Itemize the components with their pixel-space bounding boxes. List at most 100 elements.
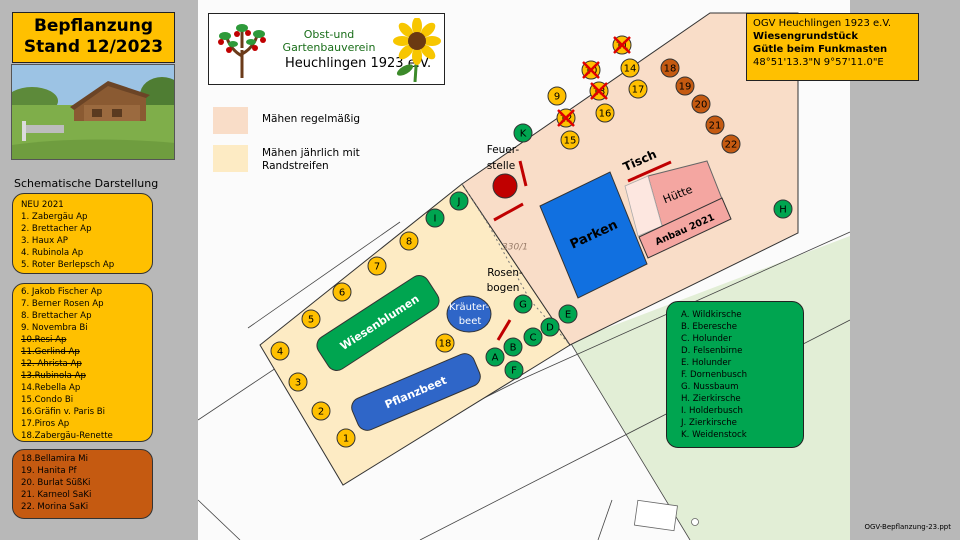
logo-line1: Obst-und	[303, 28, 355, 41]
label-feuerstelle: Feuer-	[487, 144, 520, 156]
removed-cross	[613, 36, 631, 54]
label-rosenbogen: Rosen-	[487, 267, 523, 279]
site-photo	[11, 64, 175, 160]
shrub	[449, 191, 469, 211]
list-item: 7. Berner Rosen Ap	[21, 299, 104, 309]
title-line1: Bepflanzung	[33, 16, 154, 36]
legend-mow-yearly-line1: Mähen jährlich mit	[262, 147, 360, 159]
fruit-tree-label: 9	[554, 92, 560, 103]
cherry-tree-label: 22	[725, 140, 738, 151]
fruit-tree-label: 7	[374, 262, 380, 273]
shrub-list-item: J. Zierkirsche	[681, 418, 737, 428]
shrub-label: B	[510, 343, 517, 354]
removed-cross	[582, 61, 600, 79]
fruit-tree	[367, 256, 387, 276]
list-item: 6. Jakob Fischer Ap	[21, 287, 103, 297]
fruit-tree-label: 17	[632, 85, 645, 96]
fruit-tree-label: 6	[339, 288, 345, 299]
list-item: 19. Hanita Pf	[21, 466, 77, 476]
list-item: 8. Brettacher Ap	[21, 311, 92, 321]
list-item: 10.Resi Ap	[21, 335, 67, 345]
list-item: 22. Morina SaKi	[21, 502, 89, 512]
cherry-tree-label: 18	[664, 64, 677, 75]
shrub-list-box: A. Wildkirsche B. Eberesche C. Holunder D. …	[666, 301, 804, 448]
list-item: 5. Roter Berlepsch Ap	[21, 260, 115, 270]
shrub	[503, 337, 523, 357]
tree-logo-icon	[218, 24, 266, 78]
fruit-tree	[270, 341, 290, 361]
fruit-tree	[560, 130, 580, 150]
legend-swatch-regular	[213, 107, 248, 134]
list-item: 12. Ahrista Ap	[21, 359, 82, 369]
removed-cross	[590, 82, 608, 100]
fruit-tree	[399, 231, 419, 251]
shrub-label: A	[492, 353, 499, 364]
list-item: 13.Rubinola Ap	[21, 371, 86, 381]
title-box: Bepflanzung Stand 12/2023	[12, 12, 175, 63]
cherry-tree-label: 20	[695, 100, 708, 111]
cherry-tree	[691, 94, 711, 114]
legend-mow-yearly-line2: Randstreifen	[262, 160, 329, 172]
fruit-tree	[311, 401, 331, 421]
info-line2: Wiesengrundstück	[753, 31, 859, 42]
shrub-list-item: D. Felsenbirne	[681, 346, 743, 356]
shrub-list-item: K. Weidenstock	[681, 430, 747, 440]
fruit-tree	[336, 428, 356, 448]
fruit-tree-label: 15	[564, 136, 577, 147]
cherry-tree-label: 19	[679, 82, 692, 93]
label-kraeuterbeet: Kräuter-	[449, 302, 490, 313]
shrub-list-item: C. Holunder	[681, 334, 732, 344]
legend-mow-regular: Mähen regelmäßig	[262, 113, 361, 125]
info-line1: OGV Heuchlingen 1923 e.V.	[753, 18, 892, 29]
footer-filename: OGV-Bepflanzung-23.ppt	[864, 523, 951, 531]
fruit-tree	[301, 309, 321, 329]
sunflower-icon	[393, 18, 441, 82]
fruit-tree	[288, 372, 308, 392]
list-item: 21. Karneol SaKi	[21, 490, 92, 500]
shrub	[773, 199, 793, 219]
list-item: 3. Haux AP	[21, 236, 68, 246]
shrub-label: E	[565, 310, 571, 321]
list-item: 17.Piros Ap	[21, 419, 70, 429]
fruit-tree	[332, 282, 352, 302]
fruit-tree-label: 2	[318, 407, 324, 418]
cherry-tree	[721, 134, 741, 154]
shrub-list-item: B. Eberesche	[681, 322, 738, 332]
shrub	[425, 208, 445, 228]
shrub	[504, 360, 524, 380]
fruit-tree	[547, 86, 567, 106]
cherry-tree	[705, 115, 725, 135]
list-item: 15.Condo Bi	[21, 395, 74, 405]
fruit-tree-label: 8	[406, 237, 412, 248]
shrub	[513, 123, 533, 143]
fruit-tree-label: 18	[439, 339, 452, 350]
info-line4: 48°51'13.3"N 9°57'11.0"E	[753, 57, 884, 68]
legend-mow-yearly: Mähen jährlich mit Randstreifen	[262, 147, 360, 173]
list-item: 9. Novembra Bi	[21, 323, 88, 333]
label-parcel-number: 330/1	[502, 243, 528, 253]
list-heading: NEU 2021	[21, 200, 64, 210]
location-info-box: OGV Heuchlingen 1923 e.V. Wiesengrundstü…	[746, 13, 919, 81]
shrub-list-item: A. Wildkirsche	[681, 310, 742, 320]
list-item: 18.Zabergäu-Renette	[21, 431, 113, 441]
shrub-label: J	[457, 197, 461, 208]
fruit-tree-label: 14	[624, 64, 637, 75]
logo-line3: Heuchlingen 1923 e.V.	[285, 56, 432, 71]
logo-line2: Gartenbauverein	[282, 41, 376, 54]
cherry-tree	[660, 58, 680, 78]
shrub-list-item: F. Dornenbusch	[681, 370, 748, 380]
shrub-list-item: G. Nussbaum	[681, 382, 739, 392]
list-existing-trees: 6. Jakob Fischer Ap 7. Berner Rosen Ap 8. …	[12, 283, 153, 442]
legend-swatch-yearly	[213, 145, 248, 172]
list-item: 11.Gerlind Ap	[21, 347, 80, 357]
fruit-tree-label: 16	[599, 109, 612, 120]
schematic-label: Schematische Darstellung	[14, 177, 159, 190]
title-line2: Stand 12/2023	[23, 37, 164, 57]
list-item: 20. Burlat SüßKi	[21, 478, 91, 488]
fruit-tree	[435, 333, 455, 353]
fruit-tree	[628, 79, 648, 99]
